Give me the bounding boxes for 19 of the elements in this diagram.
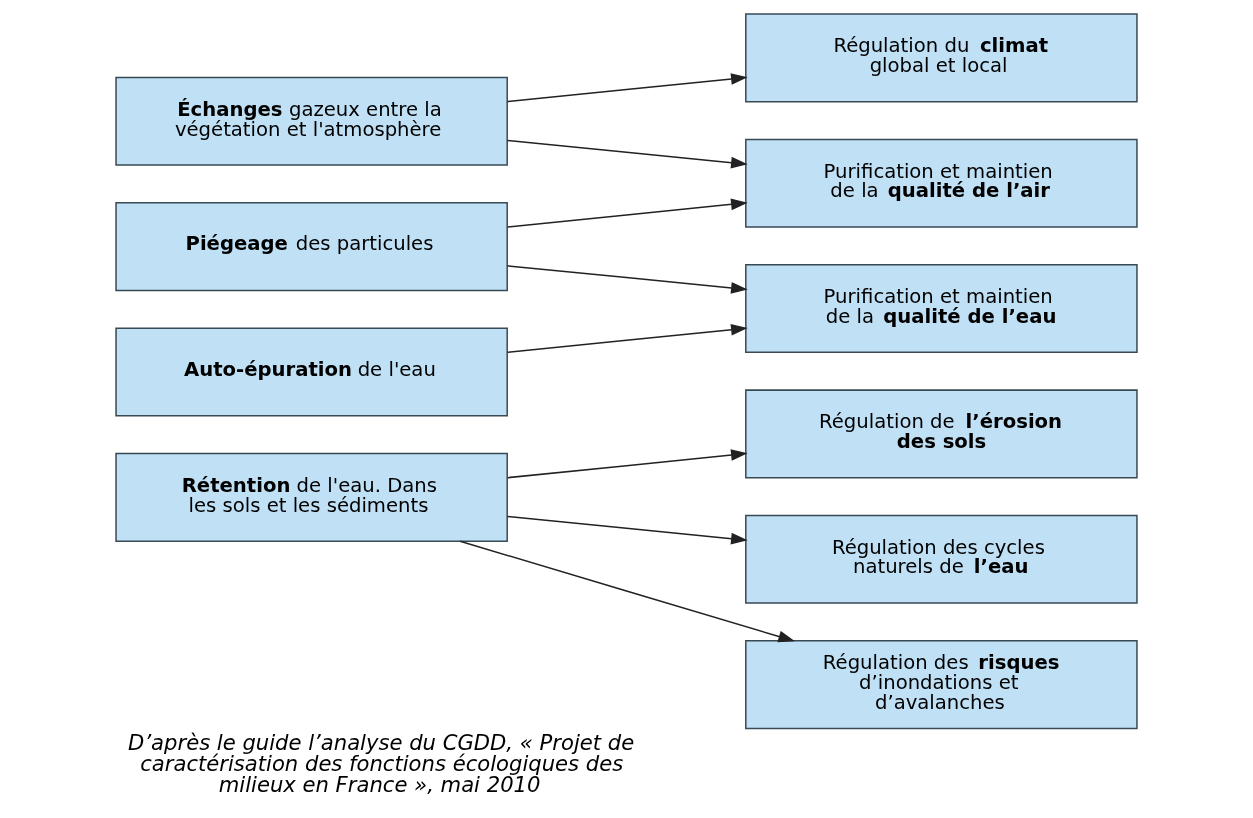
node-box: Purification et maintien de la qualité de l’air <box>745 138 1138 228</box>
node-box: Régulation du climat global et local <box>745 13 1138 103</box>
arrow <box>506 198 748 228</box>
node-box: Auto-épuration de l'eau <box>115 327 508 417</box>
arrow <box>506 139 748 169</box>
node-box: Régulation des risques d’inondations et d’avalanches <box>745 640 1138 730</box>
node-box: Régulation de l’érosion des sols <box>745 389 1138 479</box>
arrow <box>506 73 748 103</box>
arrow <box>459 540 795 643</box>
arrow <box>506 515 748 545</box>
node-box: Piégeage des particules <box>115 202 508 292</box>
node-box: Rétention de l'eau. Dans les sols et les sédiments <box>115 452 508 542</box>
arrow <box>506 323 748 354</box>
arrow <box>506 265 748 294</box>
node-box: Échanges gazeux entre la végétation et l'atmosphère <box>115 76 508 166</box>
node-box: Régulation des cycles naturels de l’eau <box>745 514 1138 604</box>
arrow <box>506 449 748 479</box>
node-box: Purification et maintien de la qualité de l’eau <box>745 264 1138 354</box>
caption: D’après le guide l’analyse du CGDD, « Projet de caractérisation des fonctions écologiques des milieux en France », mai 2010 <box>128 729 635 798</box>
